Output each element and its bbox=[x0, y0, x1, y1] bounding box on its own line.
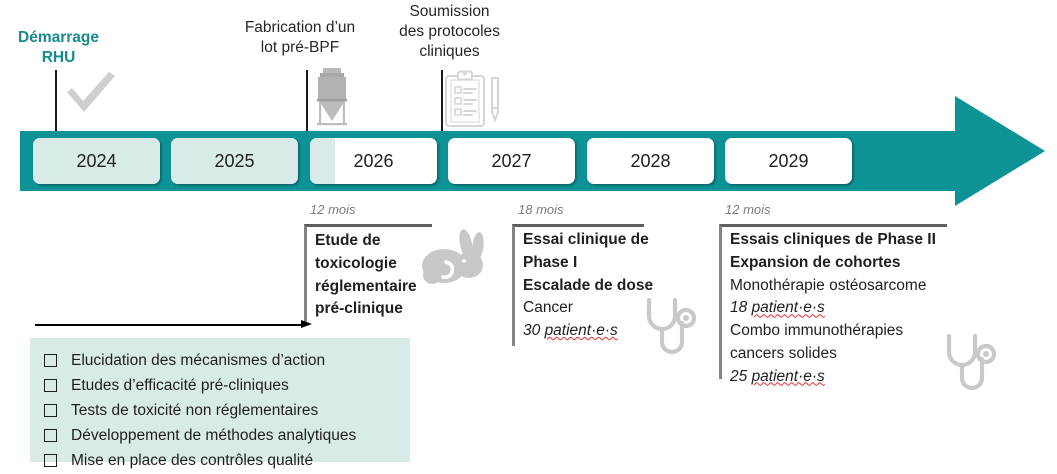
checkbox-icon[interactable] bbox=[44, 454, 57, 468]
phase-line: réglementaire bbox=[315, 277, 417, 295]
tick-line-demarrage bbox=[55, 70, 57, 132]
list-item-label: Développement de méthodes analytiques bbox=[71, 427, 357, 445]
phase-text: Etude de toxicologie réglementaire pré-c… bbox=[315, 230, 417, 321]
milestone-label-demarrage-rhu: Démarrage RHU bbox=[18, 29, 99, 66]
list-item-label: Tests de toxicité non réglementaires bbox=[71, 402, 319, 420]
year-box-2024[interactable]: 2024 bbox=[33, 138, 160, 184]
year-label: 2026 bbox=[353, 150, 394, 171]
checkbox-icon[interactable] bbox=[44, 379, 57, 393]
year-label: 2028 bbox=[630, 150, 671, 171]
checkbox-icon[interactable] bbox=[44, 404, 57, 418]
phase-duration-label: 18 mois bbox=[518, 202, 564, 217]
phase-duration-label: 12 mois bbox=[725, 202, 771, 217]
year-fill bbox=[171, 138, 298, 184]
arrow-head-icon bbox=[301, 320, 312, 328]
list-item[interactable]: Mise en place des contrôles qualité bbox=[44, 448, 396, 473]
phase-text: Essais cliniques de Phase II Expansion d… bbox=[730, 229, 936, 388]
phase-line-patients: 18 patient·e·s bbox=[730, 297, 936, 320]
patient-word: patient·e·s bbox=[751, 367, 825, 385]
phase-line: Monothérapie ostéosarcome bbox=[730, 276, 927, 294]
phase-line-patients: 30 patient·e·s bbox=[523, 320, 653, 343]
phase-line: cancers solides bbox=[730, 344, 837, 362]
stethoscope-icon bbox=[641, 296, 699, 362]
phase-text: Essai clinique de Phase I Escalade de do… bbox=[523, 229, 653, 343]
phase-bracket bbox=[719, 224, 947, 379]
list-item-label: Mise en place des contrôles qualité bbox=[71, 452, 314, 470]
year-box-2028[interactable]: 2028 bbox=[587, 138, 714, 184]
list-item-label: Etudes d’efficacité pré-cliniques bbox=[71, 377, 289, 395]
preclinical-checklist: Elucidation des mécanismes d’action Etud… bbox=[30, 338, 410, 469]
year-box-2025[interactable]: 2025 bbox=[171, 138, 298, 184]
patient-count: 18 bbox=[730, 299, 752, 317]
year-label: 2025 bbox=[214, 150, 255, 171]
preclinical-scope-arrow bbox=[35, 320, 312, 330]
phase-block-phase-i: 18 mois Essai clinique de Phase I Escala… bbox=[512, 202, 712, 347]
phase-line: Essais cliniques de Phase II bbox=[730, 231, 936, 248]
list-item[interactable]: Elucidation des mécanismes d’action bbox=[44, 348, 396, 373]
year-box-2026[interactable]: 2026 bbox=[310, 138, 437, 184]
tick-line-fabrication bbox=[306, 70, 308, 132]
year-label: 2027 bbox=[491, 150, 532, 171]
list-item[interactable]: Développement de méthodes analytiques bbox=[44, 423, 396, 448]
phase-line: Cancer bbox=[523, 299, 573, 317]
phase-line: toxicologie bbox=[315, 254, 397, 272]
checkbox-icon[interactable] bbox=[44, 354, 57, 368]
patient-count: 30 bbox=[523, 322, 545, 340]
stethoscope-icon bbox=[941, 332, 999, 398]
phase-line: Etude de bbox=[315, 232, 381, 249]
phase-block-toxicologie: 12 mois Etude de toxicologie réglementai… bbox=[304, 202, 504, 322]
phase-line: Expansion de cohortes bbox=[730, 253, 901, 271]
tick-line-soumission bbox=[441, 70, 443, 132]
patient-word: patient·e·s bbox=[751, 299, 825, 317]
year-fill bbox=[310, 138, 336, 184]
list-item-label: Elucidation des mécanismes d’action bbox=[71, 352, 326, 369]
milestone-label-soumission-protocoles: Soumission des protocoles cliniques bbox=[399, 3, 500, 60]
phase-line: Essai clinique de bbox=[523, 231, 649, 248]
phase-line-patients: 25 patient·e·s bbox=[730, 366, 936, 389]
checkbox-icon[interactable] bbox=[44, 429, 57, 443]
phase-block-phase-ii: 12 mois Essais cliniques de Phase II Exp… bbox=[719, 202, 969, 385]
year-box-2029[interactable]: 2029 bbox=[725, 138, 852, 184]
list-item[interactable]: Etudes d’efficacité pré-cliniques bbox=[44, 373, 396, 398]
phase-line: Escalade de dose bbox=[523, 276, 654, 294]
fermenter-tank-icon bbox=[312, 68, 352, 130]
timeline-arrow-head bbox=[955, 96, 1045, 206]
patient-count: 25 bbox=[730, 367, 752, 385]
year-fill bbox=[33, 138, 160, 184]
phase-line: Phase I bbox=[523, 253, 578, 271]
milestone-label-fabrication-lot: Fabrication d’un lot pré-BPF bbox=[244, 19, 356, 56]
phase-bracket bbox=[512, 224, 644, 346]
list-item[interactable]: Tests de toxicité non réglementaires bbox=[44, 398, 396, 423]
year-box-2027[interactable]: 2027 bbox=[448, 138, 575, 184]
phase-bracket bbox=[304, 224, 432, 322]
rabbit-icon bbox=[420, 228, 488, 286]
year-label: 2024 bbox=[76, 150, 117, 171]
phase-duration-label: 12 mois bbox=[310, 202, 356, 217]
phase-line: pré-clinique bbox=[315, 300, 403, 318]
patient-word: patient·e·s bbox=[544, 322, 618, 340]
clipboard-pen-icon bbox=[442, 70, 504, 130]
year-label: 2029 bbox=[768, 150, 809, 171]
arrow-shaft bbox=[35, 324, 301, 326]
phase-line: Combo immunothérapies bbox=[730, 322, 904, 340]
checkmark-icon bbox=[63, 72, 119, 120]
